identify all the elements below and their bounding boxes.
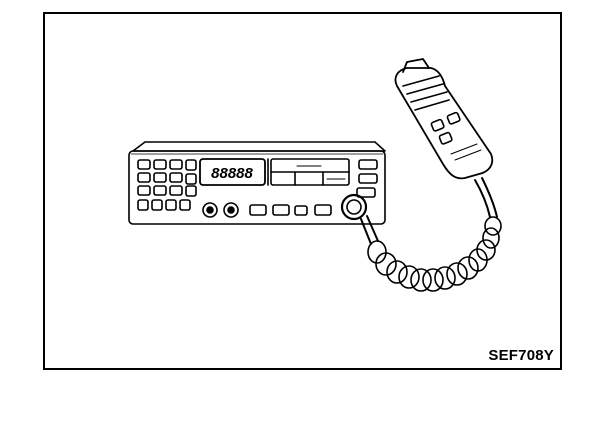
radio-transceiver-icon — [128, 141, 386, 225]
lcd-readout: 88888 — [211, 165, 253, 182]
left-button-grid — [137, 159, 191, 211]
handheld-microphone-icon — [394, 58, 494, 180]
coiled-cord-icon — [360, 177, 502, 292]
figure-reference-code: SEF708Y — [488, 347, 554, 364]
microphone-jack — [340, 193, 368, 221]
squelch-knob — [223, 202, 239, 218]
lcd-display — [199, 158, 269, 186]
figure-frame: 88888 SEF708Y — [43, 12, 562, 370]
right-display-panel — [270, 158, 350, 186]
radio-illustration: 88888 — [128, 58, 502, 292]
volume-knob — [202, 202, 218, 218]
